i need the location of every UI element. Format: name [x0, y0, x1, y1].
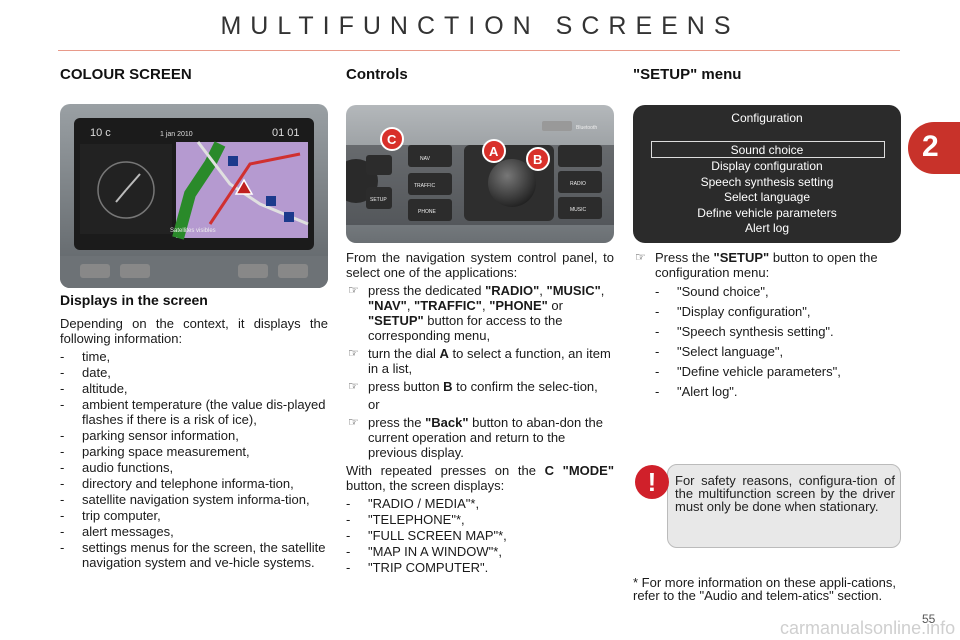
controls-bullet-2: ☞ turn the dial A to select a function, … [348, 346, 611, 376]
list-item: -"FULL SCREEN MAP"*, [346, 528, 507, 543]
nav-label: NAV [420, 156, 431, 162]
pointer-icon: ☞ [348, 379, 359, 393]
control-panel-photo: Bluetooth NAV TRAFFIC PHONE SETUP RADIO … [346, 105, 614, 243]
title-divider [58, 50, 900, 51]
pointer-icon: ☞ [635, 250, 646, 264]
setup-label: SETUP [370, 197, 387, 203]
safety-warning-box [667, 464, 901, 548]
pointer-icon: ☞ [348, 415, 359, 429]
marker-c: C [387, 132, 397, 147]
controls-bullet-3: ☞ press button B to confirm the selec-ti… [348, 379, 598, 394]
music-label: MUSIC [570, 207, 587, 213]
control-panel-illustration: Bluetooth NAV TRAFFIC PHONE SETUP RADIO … [346, 105, 614, 243]
setup-menu-heading: "SETUP" menu [633, 66, 742, 83]
displays-list: -time, -date, -altitude, -ambient temper… [60, 349, 328, 570]
screen-clock: 01 01 [272, 127, 300, 139]
list-item: -"Alert log". [655, 384, 738, 399]
page-title: MULTIFUNCTION SCREENS [220, 12, 740, 40]
displays-text-block: Depending on the context, it displays th… [60, 316, 328, 571]
displays-intro: Depending on the context, it displays th… [60, 316, 328, 346]
traffic-label: TRAFFIC [414, 183, 435, 189]
setup-screen-item[interactable]: Alert log [744, 221, 790, 235]
list-item: -"Speech synthesis setting". [655, 324, 834, 339]
setup-screen-item[interactable]: Display configuration [711, 159, 823, 173]
selection-highlight [651, 141, 885, 158]
chapter-number: 2 [922, 130, 939, 163]
colour-screen-illustration: 10 c 1 jan 2010 01 01 Satellites visible… [60, 104, 328, 288]
setup-screen-item[interactable]: Speech synthesis setting [700, 175, 834, 189]
list-item: -parking space measurement, [60, 444, 250, 459]
list-item: -"MAP IN A WINDOW"*, [346, 544, 502, 559]
list-item: -trip computer, [60, 508, 161, 523]
setup-screen-item[interactable]: Define vehicle parameters [697, 206, 837, 220]
list-item: -directory and telephone informa-tion, [60, 476, 294, 491]
controls-text-block: From the navigation system control panel… [346, 250, 614, 576]
screen-temp: 10 c [90, 127, 111, 139]
list-item: -"TRIP COMPUTER". [346, 560, 489, 575]
list-item: -"Define vehicle parameters", [655, 364, 841, 379]
list-item: -"RADIO / MEDIA"*, [346, 496, 480, 511]
list-item: -satellite navigation system informa-tio… [60, 492, 310, 507]
setup-text-block: ☞ Press the "SETUP" button to open the c… [633, 250, 901, 404]
list-item: -alert messages, [60, 524, 174, 539]
marker-b: B [533, 152, 542, 167]
controls-intro: From the navigation system control panel… [346, 250, 614, 280]
safety-warning-text: For safety reasons, configura-tion of th… [675, 473, 895, 514]
list-item: -"Select language", [655, 344, 784, 359]
footnote: * For more information on these appli-ca… [633, 575, 897, 603]
setup-instruction: ☞ Press the "SETUP" button to open the c… [635, 250, 878, 280]
screen-status: Satellites visibles [170, 228, 216, 234]
phone-label: PHONE [418, 209, 436, 215]
setup-screen-item[interactable]: Select language [723, 190, 811, 204]
list-item: -audio functions, [60, 460, 174, 475]
page-number: 55 [922, 612, 936, 626]
screen-date: 1 jan 2010 [160, 131, 193, 138]
setup-options-list: -"Sound choice", -"Display configuration… [633, 284, 901, 399]
list-item: -"Sound choice", [655, 284, 769, 299]
setup-screen: Configuration Sound choice Display confi… [633, 105, 901, 243]
list-item: -"TELEPHONE"*, [346, 512, 465, 527]
list-item: -altitude, [60, 381, 128, 396]
watermark: carmanualsonline.info [780, 618, 956, 638]
displays-subheading: Displays in the screen [60, 292, 208, 308]
marker-a: A [489, 144, 499, 159]
mode-intro: With repeated presses on the C "MODE" bu… [346, 463, 614, 493]
modes-list: -"RADIO / MEDIA"*, -"TELEPHONE"*, -"FULL… [346, 496, 614, 575]
warning-icon: ! [635, 465, 669, 499]
colour-screen-heading: COLOUR SCREEN [60, 66, 192, 83]
controls-or: or [368, 397, 380, 412]
controls-bullet-4: ☞ press the "Back" button to aban-don th… [348, 415, 603, 460]
list-item: -parking sensor information, [60, 428, 239, 443]
list-item: -settings menus for the screen, the sate… [60, 540, 326, 570]
pointer-icon: ☞ [348, 346, 359, 360]
list-item: -"Display configuration", [655, 304, 811, 319]
radio-label: RADIO [570, 181, 586, 187]
bluetooth-label: Bluetooth [576, 125, 597, 131]
colour-screen-photo: 10 c 1 jan 2010 01 01 Satellites visible… [60, 104, 328, 288]
controls-bullet-1: ☞ press the dedicated "RADIO", "MUSIC", … [348, 283, 605, 343]
pointer-icon: ☞ [348, 283, 359, 297]
setup-screen-title: Configuration [731, 111, 803, 125]
setup-screen-item[interactable]: Sound choice [730, 143, 804, 157]
list-item: -ambient temperature (the value dis-play… [60, 397, 326, 427]
controls-heading: Controls [346, 66, 408, 83]
chapter-tab: 2 [908, 122, 960, 174]
list-item: -date, [60, 365, 111, 380]
list-item: -time, [60, 349, 111, 364]
